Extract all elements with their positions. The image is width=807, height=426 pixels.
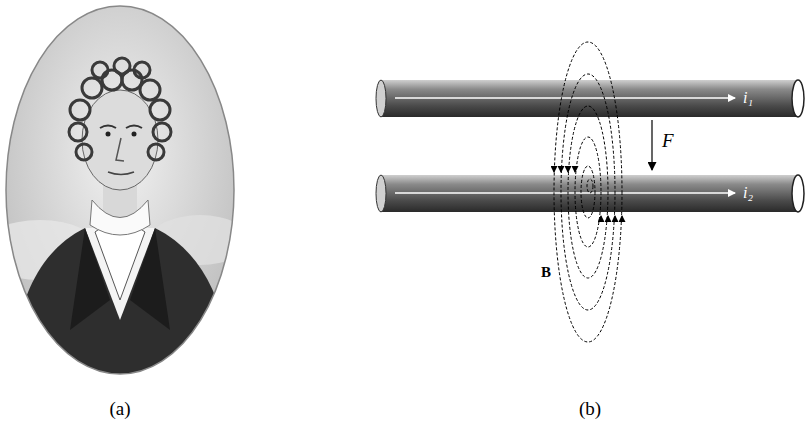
force-arrow [651, 120, 652, 170]
portrait [0, 0, 250, 380]
panel-label: (a) [109, 399, 130, 418]
portrait-frame [6, 6, 234, 374]
force-label: F [662, 131, 674, 150]
current-label: i₁ [743, 90, 753, 106]
field-label: B [541, 265, 551, 280]
current-label: i₂ [743, 185, 753, 201]
field-lines [554, 42, 622, 342]
field-arrows [554, 166, 622, 222]
wires [376, 80, 804, 212]
panel-label: (b) [579, 399, 601, 418]
